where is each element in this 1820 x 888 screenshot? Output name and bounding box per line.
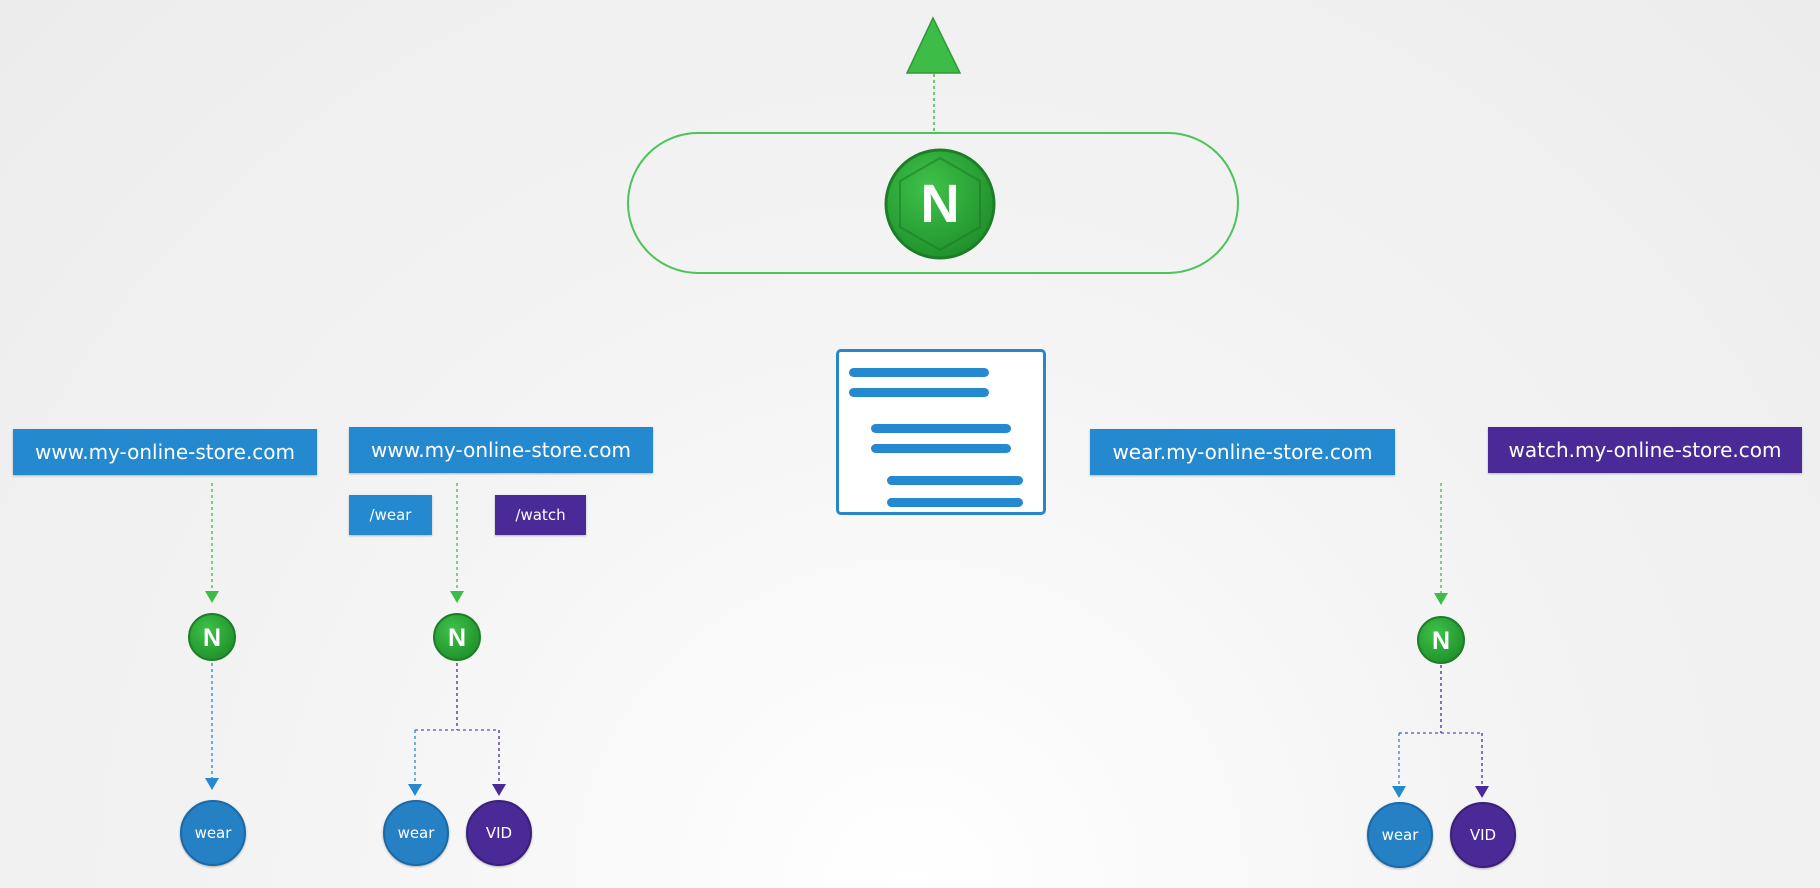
s2-arrowhead-blue	[408, 784, 422, 796]
s4-arrowhead-blue	[1392, 786, 1406, 798]
s4-nginx-icon: N	[1417, 616, 1465, 664]
path-label-wear: /wear	[349, 495, 432, 535]
document-lines-icon	[836, 349, 1046, 515]
host-label-2: www.my-online-store.com	[349, 427, 653, 473]
s2-arrowhead-green	[450, 591, 464, 603]
controller-badge: N	[921, 174, 960, 234]
s2-nginx-icon: N	[433, 613, 481, 661]
s2-service-vid: VID	[466, 800, 532, 866]
s4-service-wear: wear	[1367, 802, 1433, 868]
svg-text:N: N	[1432, 627, 1450, 655]
host-label-4: watch.my-online-store.com	[1488, 427, 1802, 473]
s1-arrowhead-blue	[205, 778, 219, 790]
path-label-watch: /watch	[495, 495, 586, 535]
triangle-up-icon	[905, 16, 962, 74]
nginx-icon: N	[884, 148, 996, 260]
s1-nginx-icon: N	[188, 613, 236, 661]
s1-arrowhead-green	[205, 591, 219, 603]
host-label-3: wear.my-online-store.com	[1090, 429, 1395, 475]
svg-text:N: N	[203, 624, 221, 652]
s2-arrowhead-purple	[492, 784, 506, 796]
s4-service-vid: VID	[1450, 802, 1516, 868]
s2-service-wear: wear	[383, 800, 449, 866]
svg-text:N: N	[448, 624, 466, 652]
s4-arrowhead-purple	[1475, 786, 1489, 798]
ingress-controller-capsule	[627, 132, 1239, 274]
host-label-1: www.my-online-store.com	[13, 429, 317, 475]
s4-arrowhead-green	[1434, 593, 1448, 605]
s1-service-wear: wear	[180, 800, 246, 866]
